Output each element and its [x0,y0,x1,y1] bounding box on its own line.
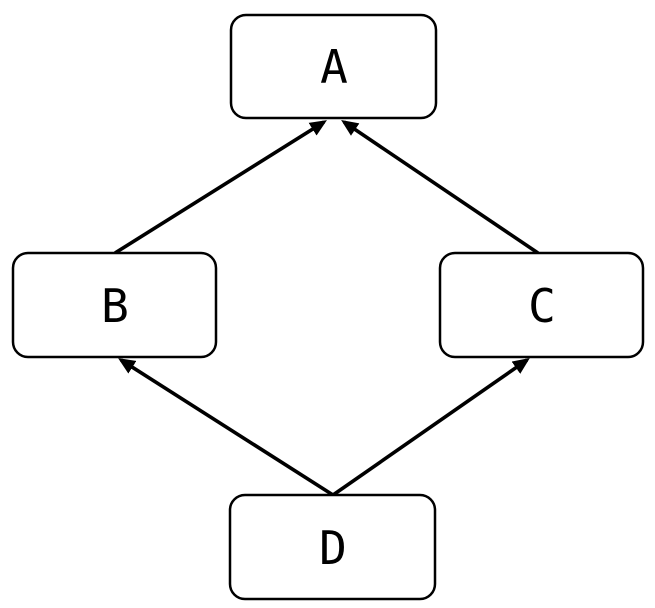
node-c-label: C [528,279,556,333]
edge-c-to-a [341,120,540,255]
node-a[interactable]: A [229,13,438,120]
node-c-box[interactable] [438,251,645,359]
node-b[interactable]: B [11,251,218,359]
node-a-label: A [320,40,348,94]
edge-b-to-a [114,120,327,255]
node-a-box[interactable] [229,13,438,120]
node-b-box[interactable] [11,251,218,359]
edge-d-to-c [331,358,530,497]
node-d-label: D [319,521,347,575]
node-d-box[interactable] [228,493,437,601]
node-b-label: B [101,279,129,333]
edge-d-to-b [118,358,334,497]
node-c[interactable]: C [438,251,645,359]
node-d[interactable]: D [228,493,437,601]
